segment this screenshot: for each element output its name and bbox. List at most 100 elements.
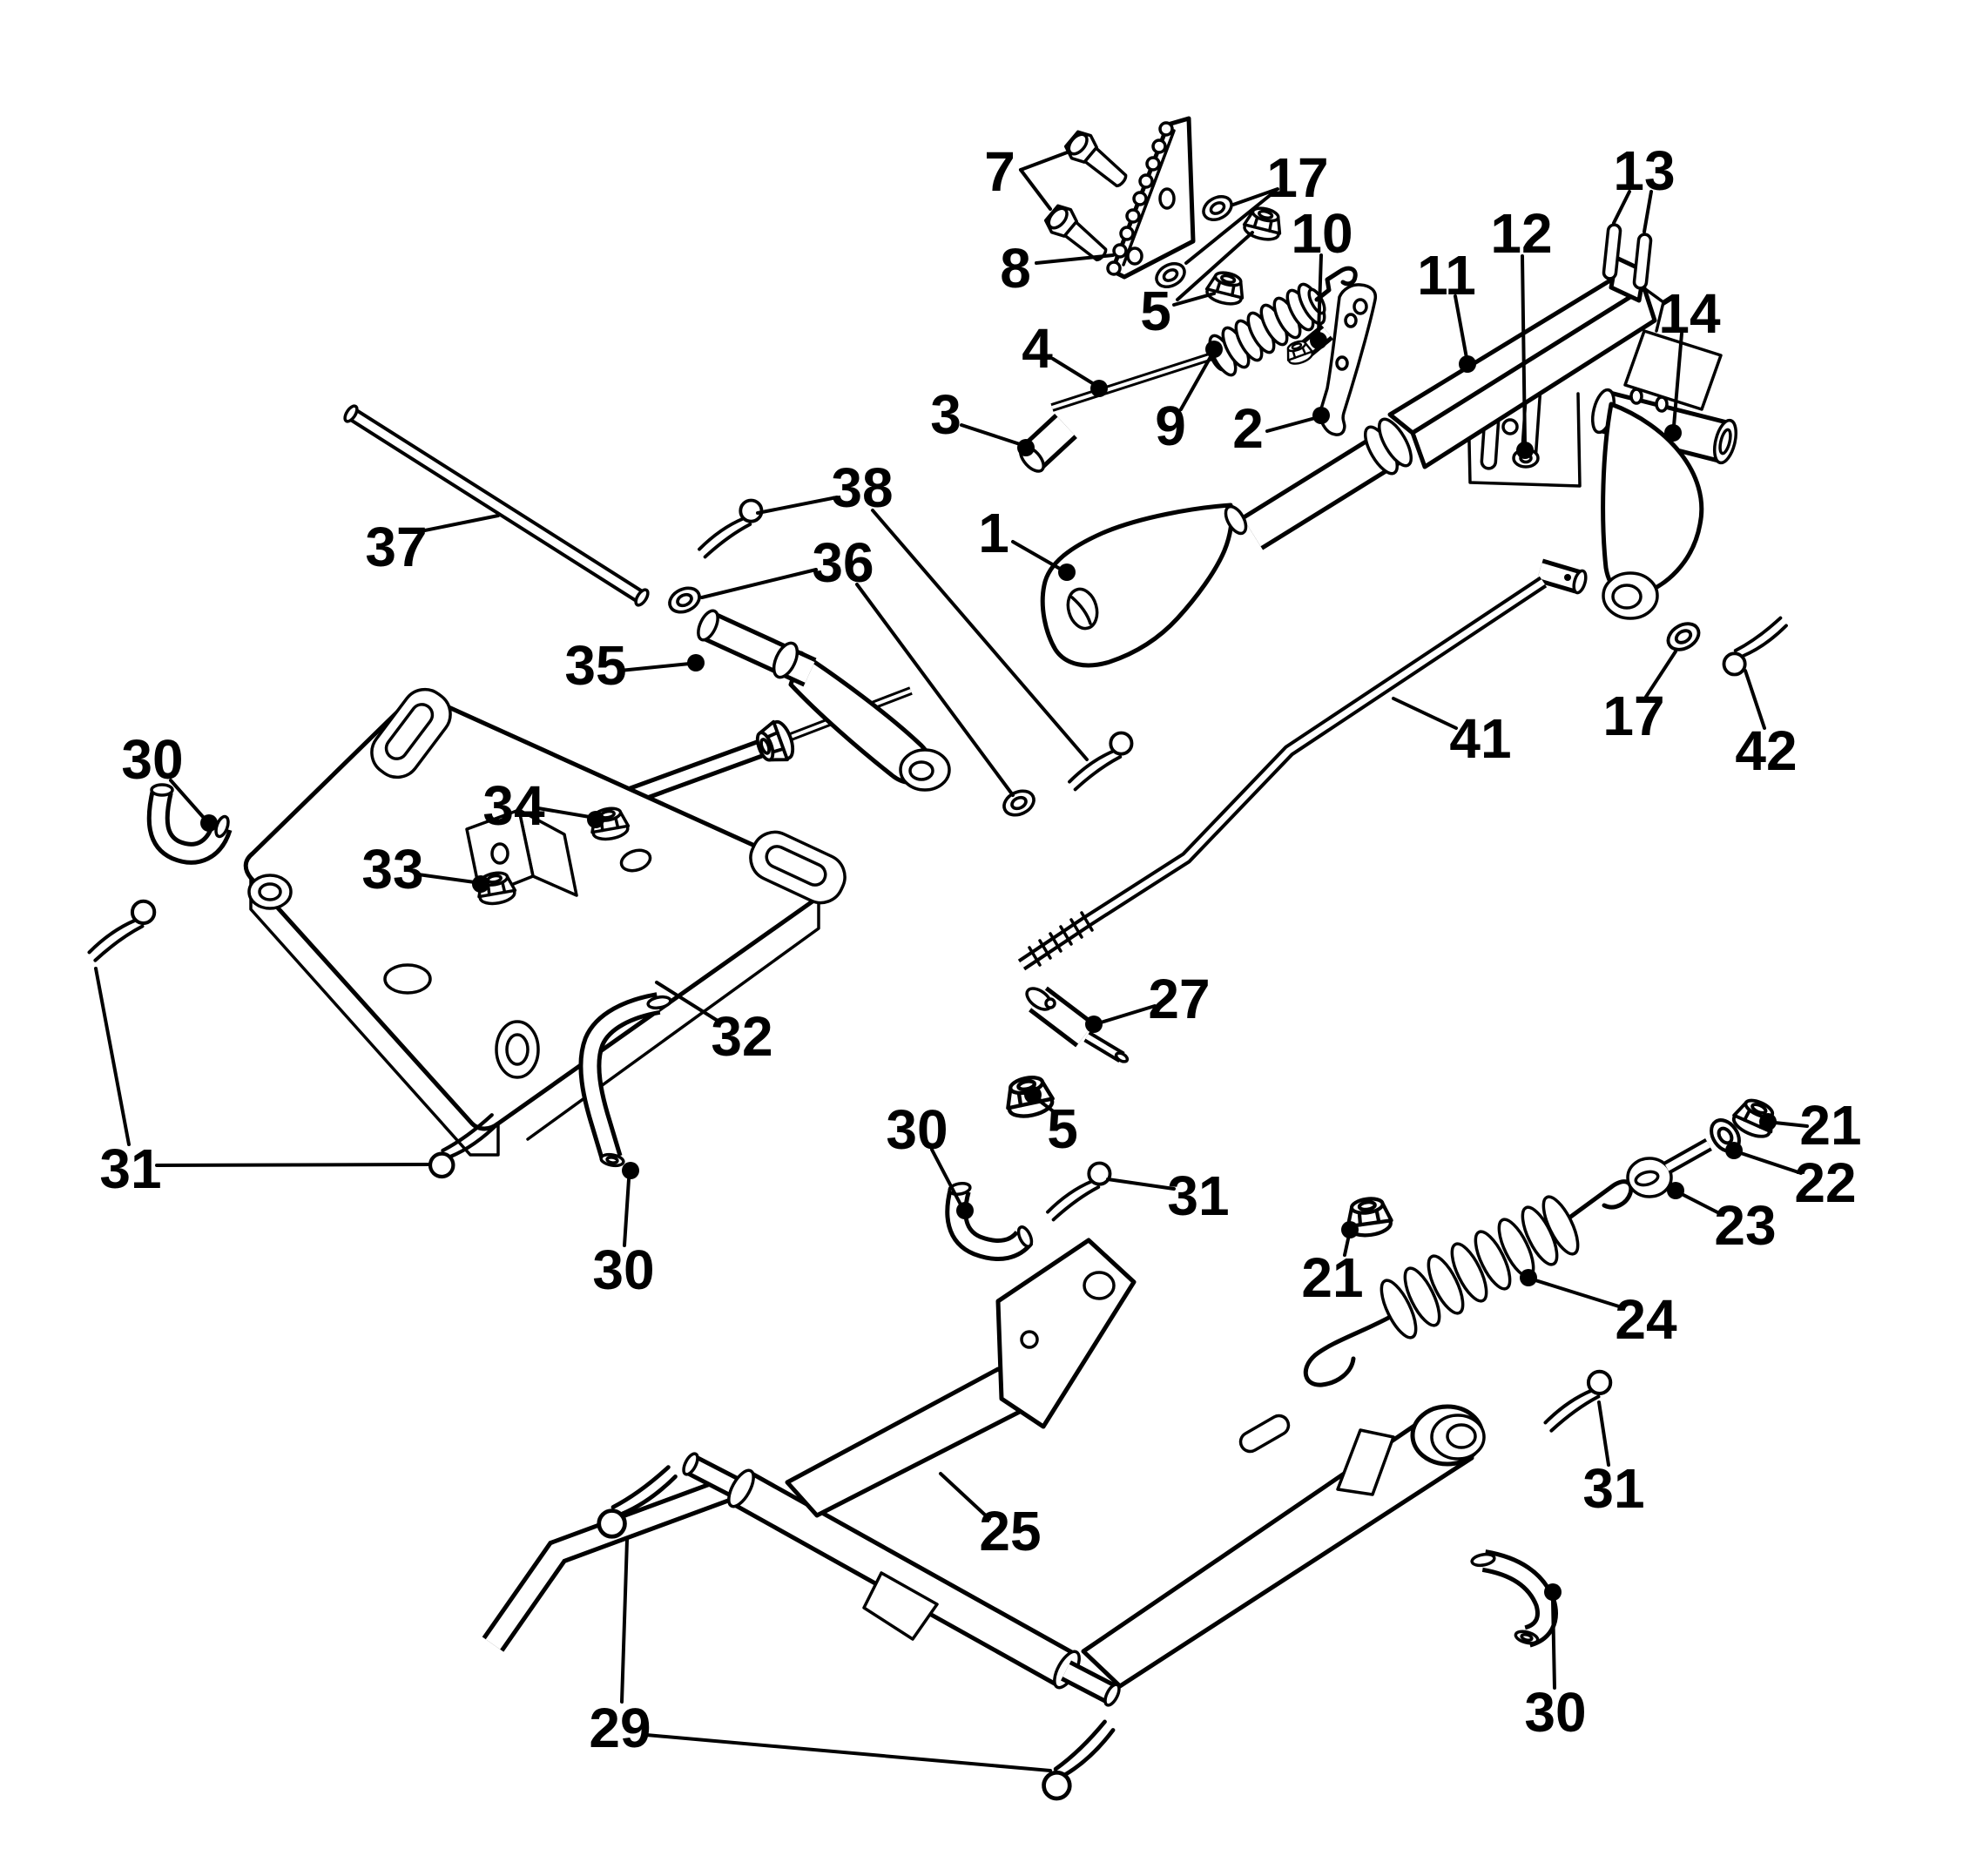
callout-30: 30 (1524, 1583, 1587, 1744)
leader-line (1680, 1192, 1723, 1216)
leader-line (416, 873, 476, 884)
part-spring-24 (1303, 1179, 1634, 1387)
leader-dot (1310, 332, 1327, 349)
part-number-9: 9 (1155, 395, 1186, 457)
leader-line (1612, 190, 1631, 225)
callout-38: 38 (756, 456, 1089, 761)
leader-line (960, 423, 1022, 446)
callout-23: 23 (1667, 1182, 1777, 1257)
leader-line (94, 967, 131, 1146)
callout-25: 25 (939, 1472, 1042, 1562)
callout-4: 4 (1022, 317, 1108, 397)
leader-dot (587, 811, 604, 828)
leader-line (939, 1472, 991, 1521)
leader-line (871, 509, 1089, 761)
part-number-11: 11 (1417, 244, 1476, 307)
diagram-artwork (90, 116, 1788, 1800)
part-sector-plate-8 (1041, 116, 1286, 309)
leader-line (1265, 416, 1317, 433)
leader-line (1343, 1233, 1351, 1257)
part-lift-rod-41 (1017, 558, 1588, 971)
part-lift-link (1019, 266, 1378, 473)
part-number-5: 5 (1140, 280, 1171, 342)
callout-42: 42 (1735, 669, 1798, 782)
callout-29: 29 (589, 1538, 1052, 1772)
callout-36: 36 (700, 531, 1015, 797)
leader-dot (1090, 380, 1108, 397)
leader-line (155, 1163, 430, 1167)
part-pivot-arm-35 (585, 609, 951, 822)
callout-35: 35 (564, 634, 705, 697)
cotter-pin-38b (1068, 731, 1134, 792)
leader-dot (1544, 1583, 1562, 1601)
part-number-13: 13 (1613, 139, 1675, 202)
part-number-29: 29 (589, 1697, 651, 1759)
leader-dot (1667, 1182, 1684, 1199)
leader-dot (1312, 407, 1330, 424)
leader-dot (1459, 355, 1476, 373)
part-number-10: 10 (1291, 202, 1353, 265)
bolt-7a (1061, 125, 1135, 195)
leader-dot (1058, 563, 1076, 581)
leader-line (1672, 332, 1683, 428)
leader-line (700, 568, 818, 599)
part-rod-37 (343, 404, 650, 607)
cotter-pin-29b (1036, 1721, 1122, 1800)
part-number-31: 31 (1167, 1164, 1229, 1227)
part-trunnion-27 (1025, 986, 1130, 1063)
leader-line (1011, 540, 1062, 570)
part-number-21: 21 (1799, 1094, 1861, 1157)
leader-line (1644, 650, 1677, 698)
leader-dot (200, 814, 218, 832)
callout-17: 17 (1602, 650, 1677, 747)
part-number-32: 32 (711, 1005, 772, 1068)
callout-22: 22 (1725, 1142, 1857, 1214)
leader-line (1454, 294, 1468, 360)
leader-dot (472, 875, 489, 893)
callout-9: 9 (1155, 341, 1223, 457)
callout-17: 17 (1184, 146, 1329, 265)
part-number-35: 35 (564, 634, 626, 697)
pin-13b (1632, 233, 1653, 290)
leader-line (1317, 253, 1323, 335)
leader-line (1184, 192, 1274, 265)
cotter-pin-31-left (90, 901, 155, 961)
washer-17-right (1662, 617, 1705, 657)
part-number-22: 22 (1794, 1151, 1856, 1214)
leader-line (1035, 1097, 1057, 1115)
nut-5b (1203, 267, 1249, 309)
leader-line (1179, 354, 1213, 411)
part-lever-knob-1 (1040, 417, 1413, 668)
leader-line (1035, 253, 1115, 265)
part-lift-arm-25 (482, 1238, 1486, 1707)
part-frame-channel-11 (1387, 223, 1788, 677)
part-number-21: 21 (1301, 1246, 1363, 1309)
callout-27: 27 (1085, 968, 1211, 1033)
part-number-37: 37 (365, 516, 427, 578)
part-number-30: 30 (886, 1098, 948, 1161)
callout-30: 30 (121, 728, 218, 832)
nut-on-pivot-35 (751, 716, 799, 769)
leader-line (1106, 1178, 1176, 1191)
callout-37: 37 (365, 514, 500, 578)
leader-line (618, 662, 691, 672)
washer-17a (1197, 190, 1238, 226)
callout-21: 21 (1301, 1221, 1364, 1309)
leader-line (536, 806, 591, 819)
callout-12: 12 (1490, 202, 1553, 459)
part-number-38: 38 (831, 456, 893, 519)
leader-line (620, 1538, 629, 1704)
part-number-17: 17 (1602, 685, 1664, 747)
callout-2: 2 (1232, 397, 1330, 460)
leader-line (1551, 1599, 1556, 1690)
part-number-34: 34 (482, 774, 545, 837)
part-number-4: 4 (1022, 317, 1053, 380)
part-number-8: 8 (1000, 237, 1031, 300)
leader-line (855, 583, 1015, 797)
leader-line (1643, 190, 1653, 233)
leader-line (930, 1148, 962, 1206)
callout-31: 31 (94, 967, 430, 1200)
